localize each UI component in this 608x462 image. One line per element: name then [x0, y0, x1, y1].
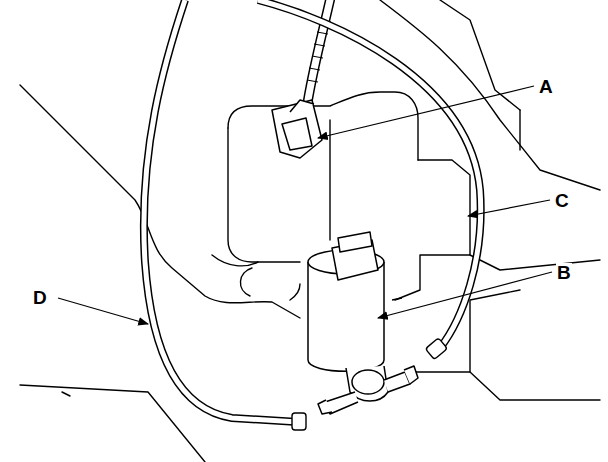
callout-letter: A: [538, 77, 554, 96]
reservoir-outline: [20, 0, 600, 462]
callout-letter: D: [32, 288, 48, 307]
harness-connector: [272, 100, 322, 158]
leader-line: [58, 86, 552, 324]
callout-letter: B: [556, 263, 572, 282]
washer-pump: [308, 232, 418, 414]
hose: [144, 0, 481, 430]
callout-letter: C: [554, 191, 570, 210]
